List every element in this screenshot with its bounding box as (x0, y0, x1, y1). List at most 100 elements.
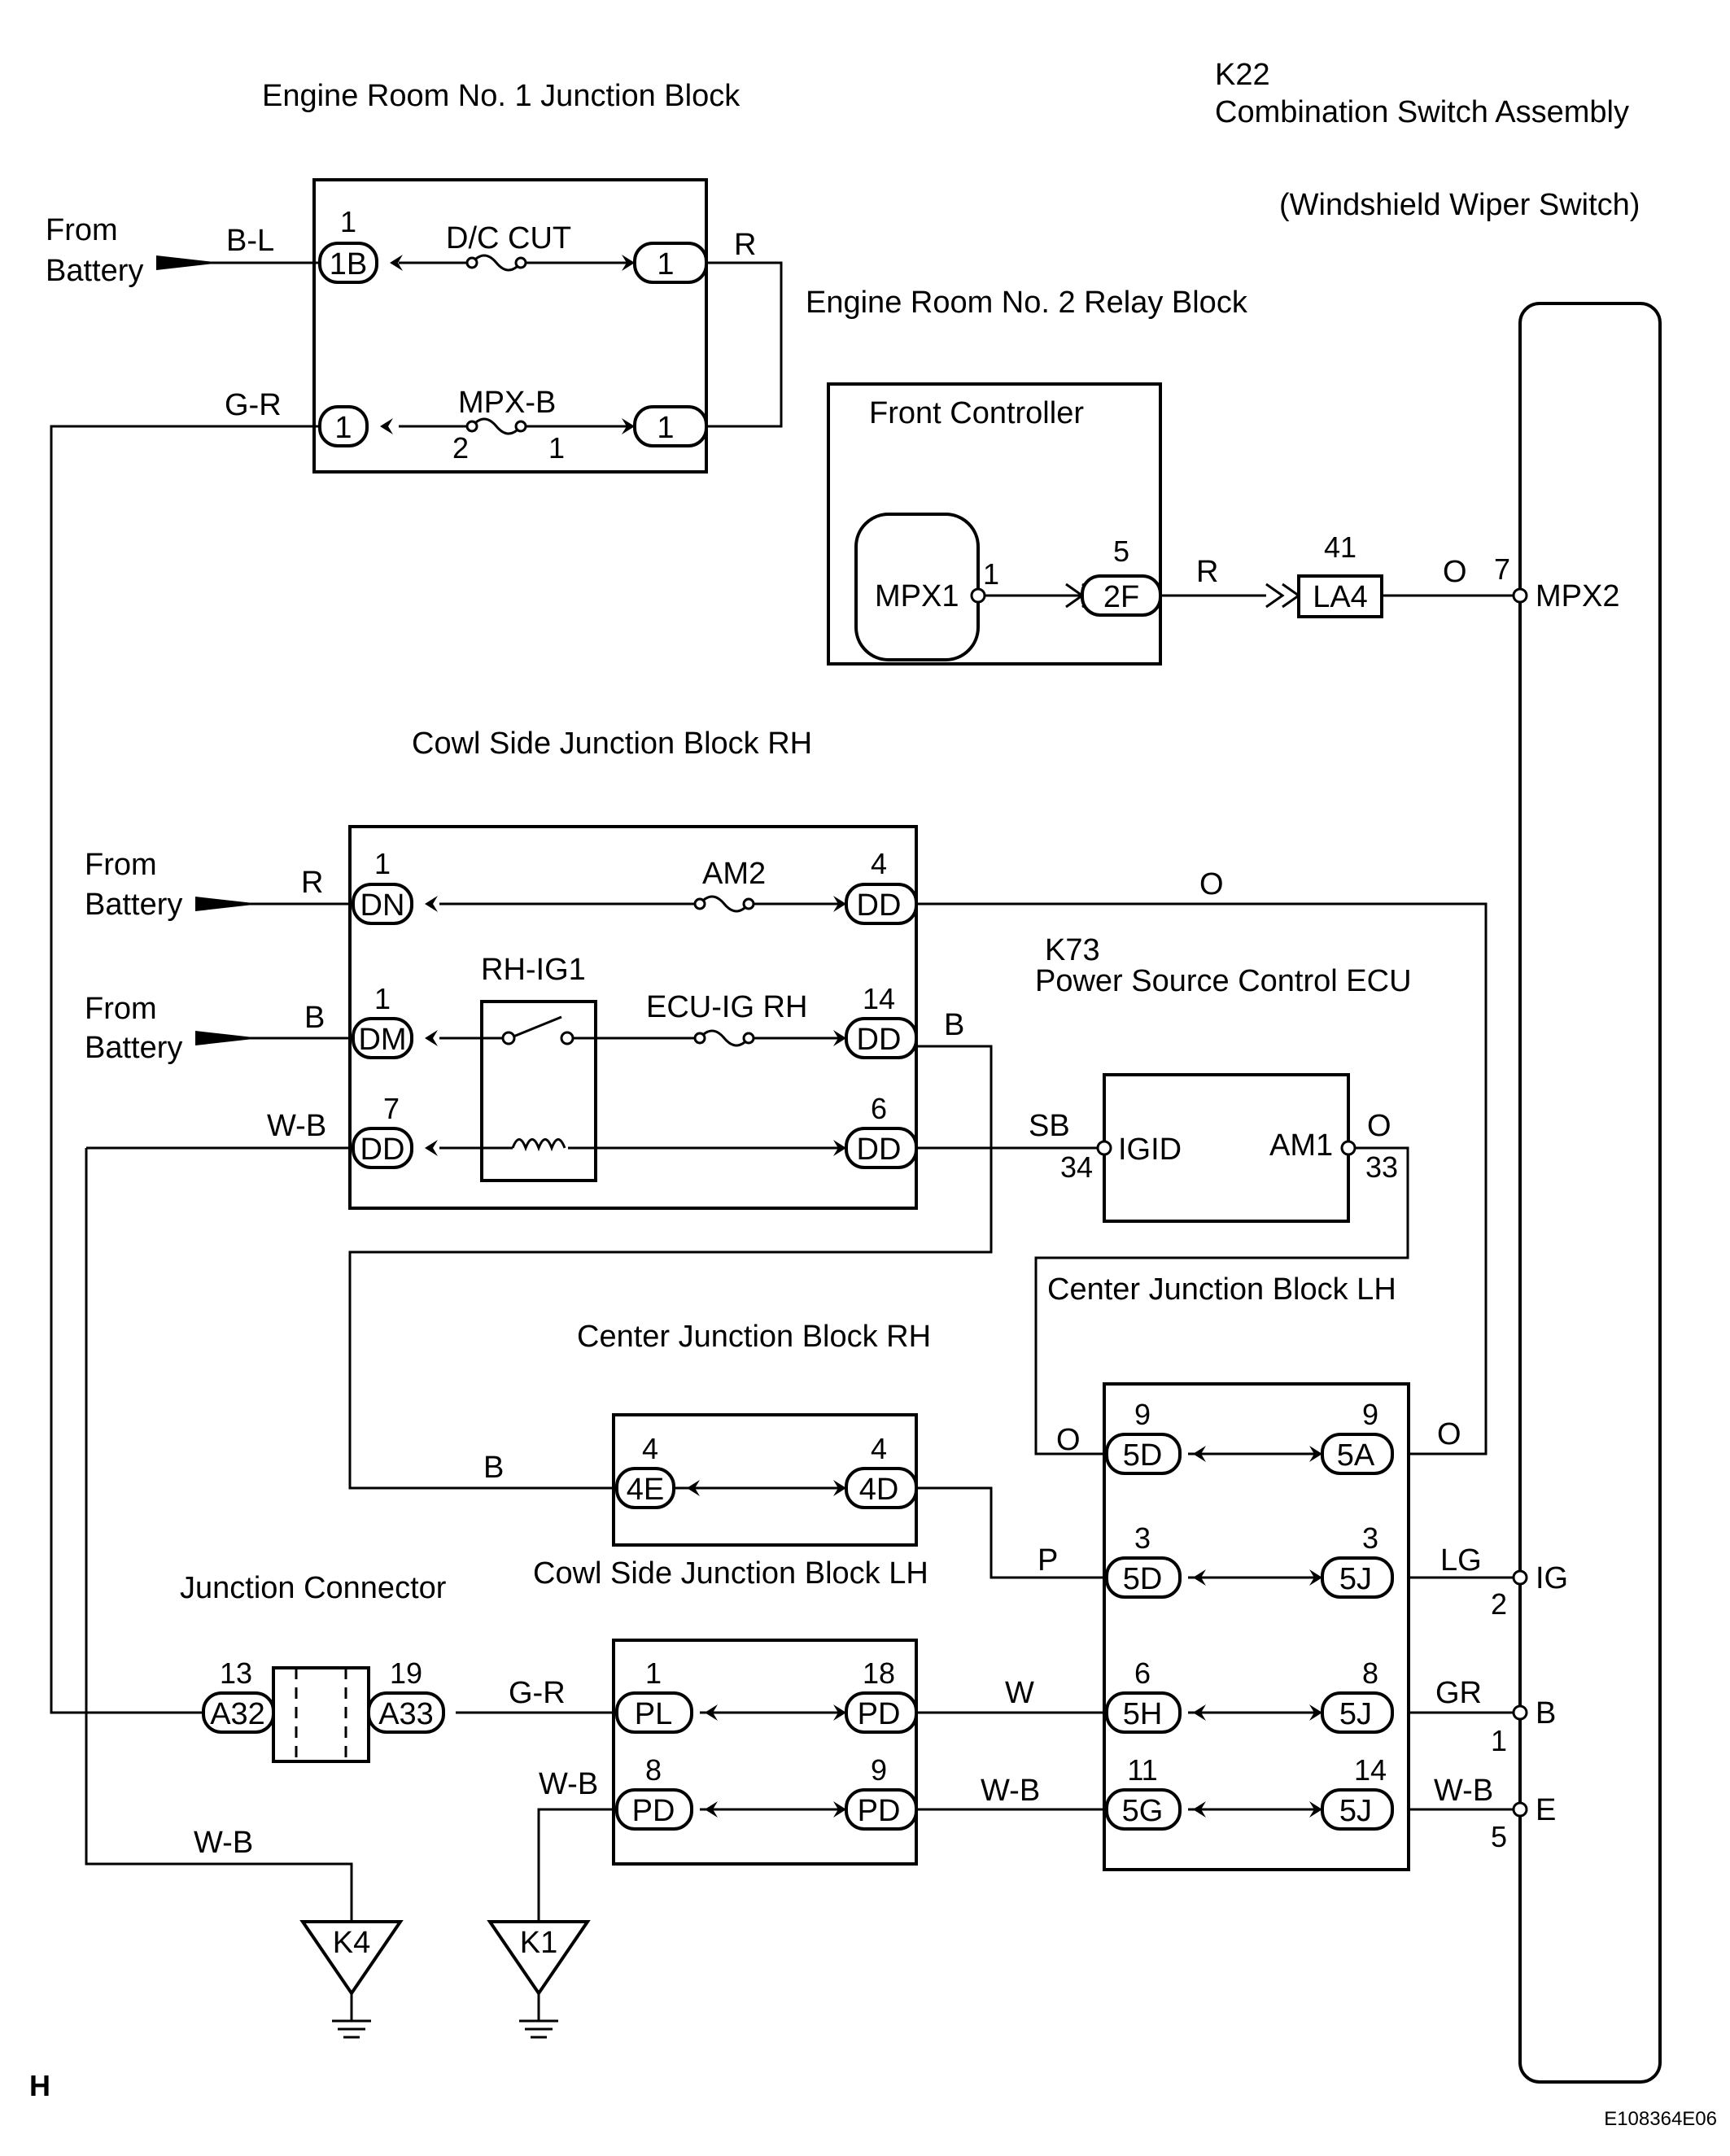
wire-b-2: B (944, 1008, 964, 1042)
cowl-rh-title: Cowl Side Junction Block RH (412, 727, 812, 761)
wire-r-2: R (1196, 555, 1218, 589)
cowl-lh-box (612, 1639, 918, 1866)
pin-mpx1: 1 (983, 557, 999, 591)
sw-e-label: E (1536, 1793, 1556, 1827)
pin-4d: 4 (871, 1432, 887, 1465)
sw-ig-label: IG (1536, 1561, 1568, 1595)
pin-5j-14: 14 (1354, 1753, 1387, 1787)
wire-o-2: O (1199, 867, 1224, 901)
conn-1-b: 1 (334, 411, 352, 445)
pin-a32: 13 (220, 1656, 252, 1690)
conn-2f: 2F (1103, 580, 1139, 614)
combination-switch-box (1518, 302, 1662, 2084)
k73-name: Power Source Control ECU (1035, 964, 1412, 998)
k22-code: K22 (1215, 58, 1270, 92)
pin-dn: 1 (374, 847, 391, 880)
wire-sb: SB (1029, 1109, 1070, 1143)
pin-la4: 41 (1324, 530, 1356, 564)
center-lh-box (1103, 1382, 1410, 1871)
fuse-am2: AM2 (702, 857, 766, 891)
ground-k4-triangle (299, 1920, 404, 1997)
pin-5d-3: 3 (1134, 1521, 1151, 1555)
wire-gr-1: G-R (225, 388, 282, 422)
conn-1b: 1B (330, 247, 367, 282)
conn-dm: DM (358, 1023, 406, 1057)
pin-5g-11: 11 (1127, 1753, 1157, 1787)
conn-pd-8: PD (632, 1794, 675, 1828)
pin-5d-9: 9 (1134, 1398, 1151, 1431)
pin-am1: 33 (1365, 1150, 1398, 1184)
pin-pd-18: 18 (863, 1656, 895, 1690)
wire-wb-1: W-B (267, 1109, 326, 1143)
pin-dd-4: 4 (871, 847, 887, 880)
pin-1b: 1 (340, 205, 356, 238)
am1-label: AM1 (1269, 1128, 1333, 1163)
pin-dd-6: 6 (871, 1092, 887, 1125)
pin-5a-9: 9 (1362, 1398, 1378, 1431)
pin-pd-8: 8 (645, 1753, 662, 1787)
k22-sub: (Windshield Wiper Switch) (1279, 188, 1640, 222)
wire-p: P (1038, 1543, 1058, 1578)
wire-wb-2: W-B (539, 1767, 598, 1801)
cowl-lh-title: Cowl Side Junction Block LH (533, 1556, 928, 1591)
ground-k1: K1 (520, 1926, 557, 1960)
corner-letter: H (29, 2069, 50, 2102)
conn-5j-8: 5J (1339, 1697, 1372, 1731)
pin-dm: 1 (374, 982, 391, 1015)
erjb1-title: Engine Room No. 1 Junction Block (262, 79, 740, 113)
conn-1-a: 1 (657, 247, 674, 282)
fuse-mpx-b: MPX-B (458, 386, 556, 420)
conn-dd-7: DD (360, 1133, 405, 1167)
from-battery-3a: From (85, 992, 157, 1026)
wire-wb-5: W-B (194, 1826, 253, 1860)
relay-rh-ig1-label: RH-IG1 (481, 953, 586, 987)
wire-lg: LG (1440, 1543, 1482, 1578)
wire-gr-2: G-R (509, 1676, 566, 1710)
from-battery-2b: Battery (85, 888, 182, 922)
pin-4e: 4 (642, 1432, 658, 1465)
center-lh-title: Center Junction Block LH (1047, 1272, 1396, 1307)
wire-o-1: O (1443, 555, 1467, 589)
wire-wb-3: W-B (981, 1774, 1040, 1808)
mpx1-module (854, 513, 980, 661)
wire-o-4: O (1056, 1423, 1081, 1457)
wire-b-3: B (483, 1451, 504, 1485)
pin-pd-9: 9 (871, 1753, 887, 1787)
conn-1-c: 1 (657, 411, 674, 445)
mpx2-label: MPX2 (1536, 579, 1619, 613)
k22-name: Combination Switch Assembly (1215, 95, 1629, 129)
wire-r-3: R (301, 866, 323, 900)
conn-5d-9: 5D (1123, 1438, 1163, 1473)
pin-5h-6: 6 (1134, 1656, 1151, 1690)
wire-bl: B-L (226, 224, 274, 258)
figure-id: E108364E06 (1604, 2108, 1717, 2130)
front-controller-title: Front Controller (869, 396, 1084, 430)
pin-mpxb-1: 1 (548, 431, 565, 465)
relay-rh-ig1 (480, 1000, 597, 1182)
pin-e: 5 (1491, 1820, 1507, 1853)
wire-wb-4: W-B (1434, 1774, 1493, 1808)
conn-a32: A32 (210, 1697, 265, 1731)
fuse-dc-cut: D/C CUT (446, 221, 571, 255)
mpx1-label: MPX1 (875, 579, 959, 613)
connector-pills (202, 242, 1394, 1831)
pin-dd-14: 14 (863, 982, 895, 1015)
err2-title: Engine Room No. 2 Relay Block (806, 286, 1248, 320)
pin-5j-3: 3 (1362, 1521, 1378, 1555)
conn-4d: 4D (859, 1473, 899, 1507)
conn-5h: 5H (1123, 1697, 1163, 1731)
pin-mpxb-2: 2 (452, 431, 469, 465)
wire-b-1: B (304, 1001, 325, 1035)
conn-dd-4: DD (857, 888, 902, 923)
cowl-rh-box (348, 825, 918, 1210)
front-controller-box (827, 382, 1162, 666)
conn-a33: A33 (378, 1697, 434, 1731)
wire-o-5: O (1437, 1417, 1461, 1451)
pin-2f: 5 (1113, 535, 1129, 568)
ground-k4: K4 (333, 1926, 370, 1960)
junction-connector-title: Junction Connector (180, 1571, 447, 1605)
center-rh-title: Center Junction Block RH (577, 1320, 931, 1354)
conn-5j-14: 5J (1339, 1794, 1372, 1828)
from-battery-1b: Battery (46, 254, 143, 288)
